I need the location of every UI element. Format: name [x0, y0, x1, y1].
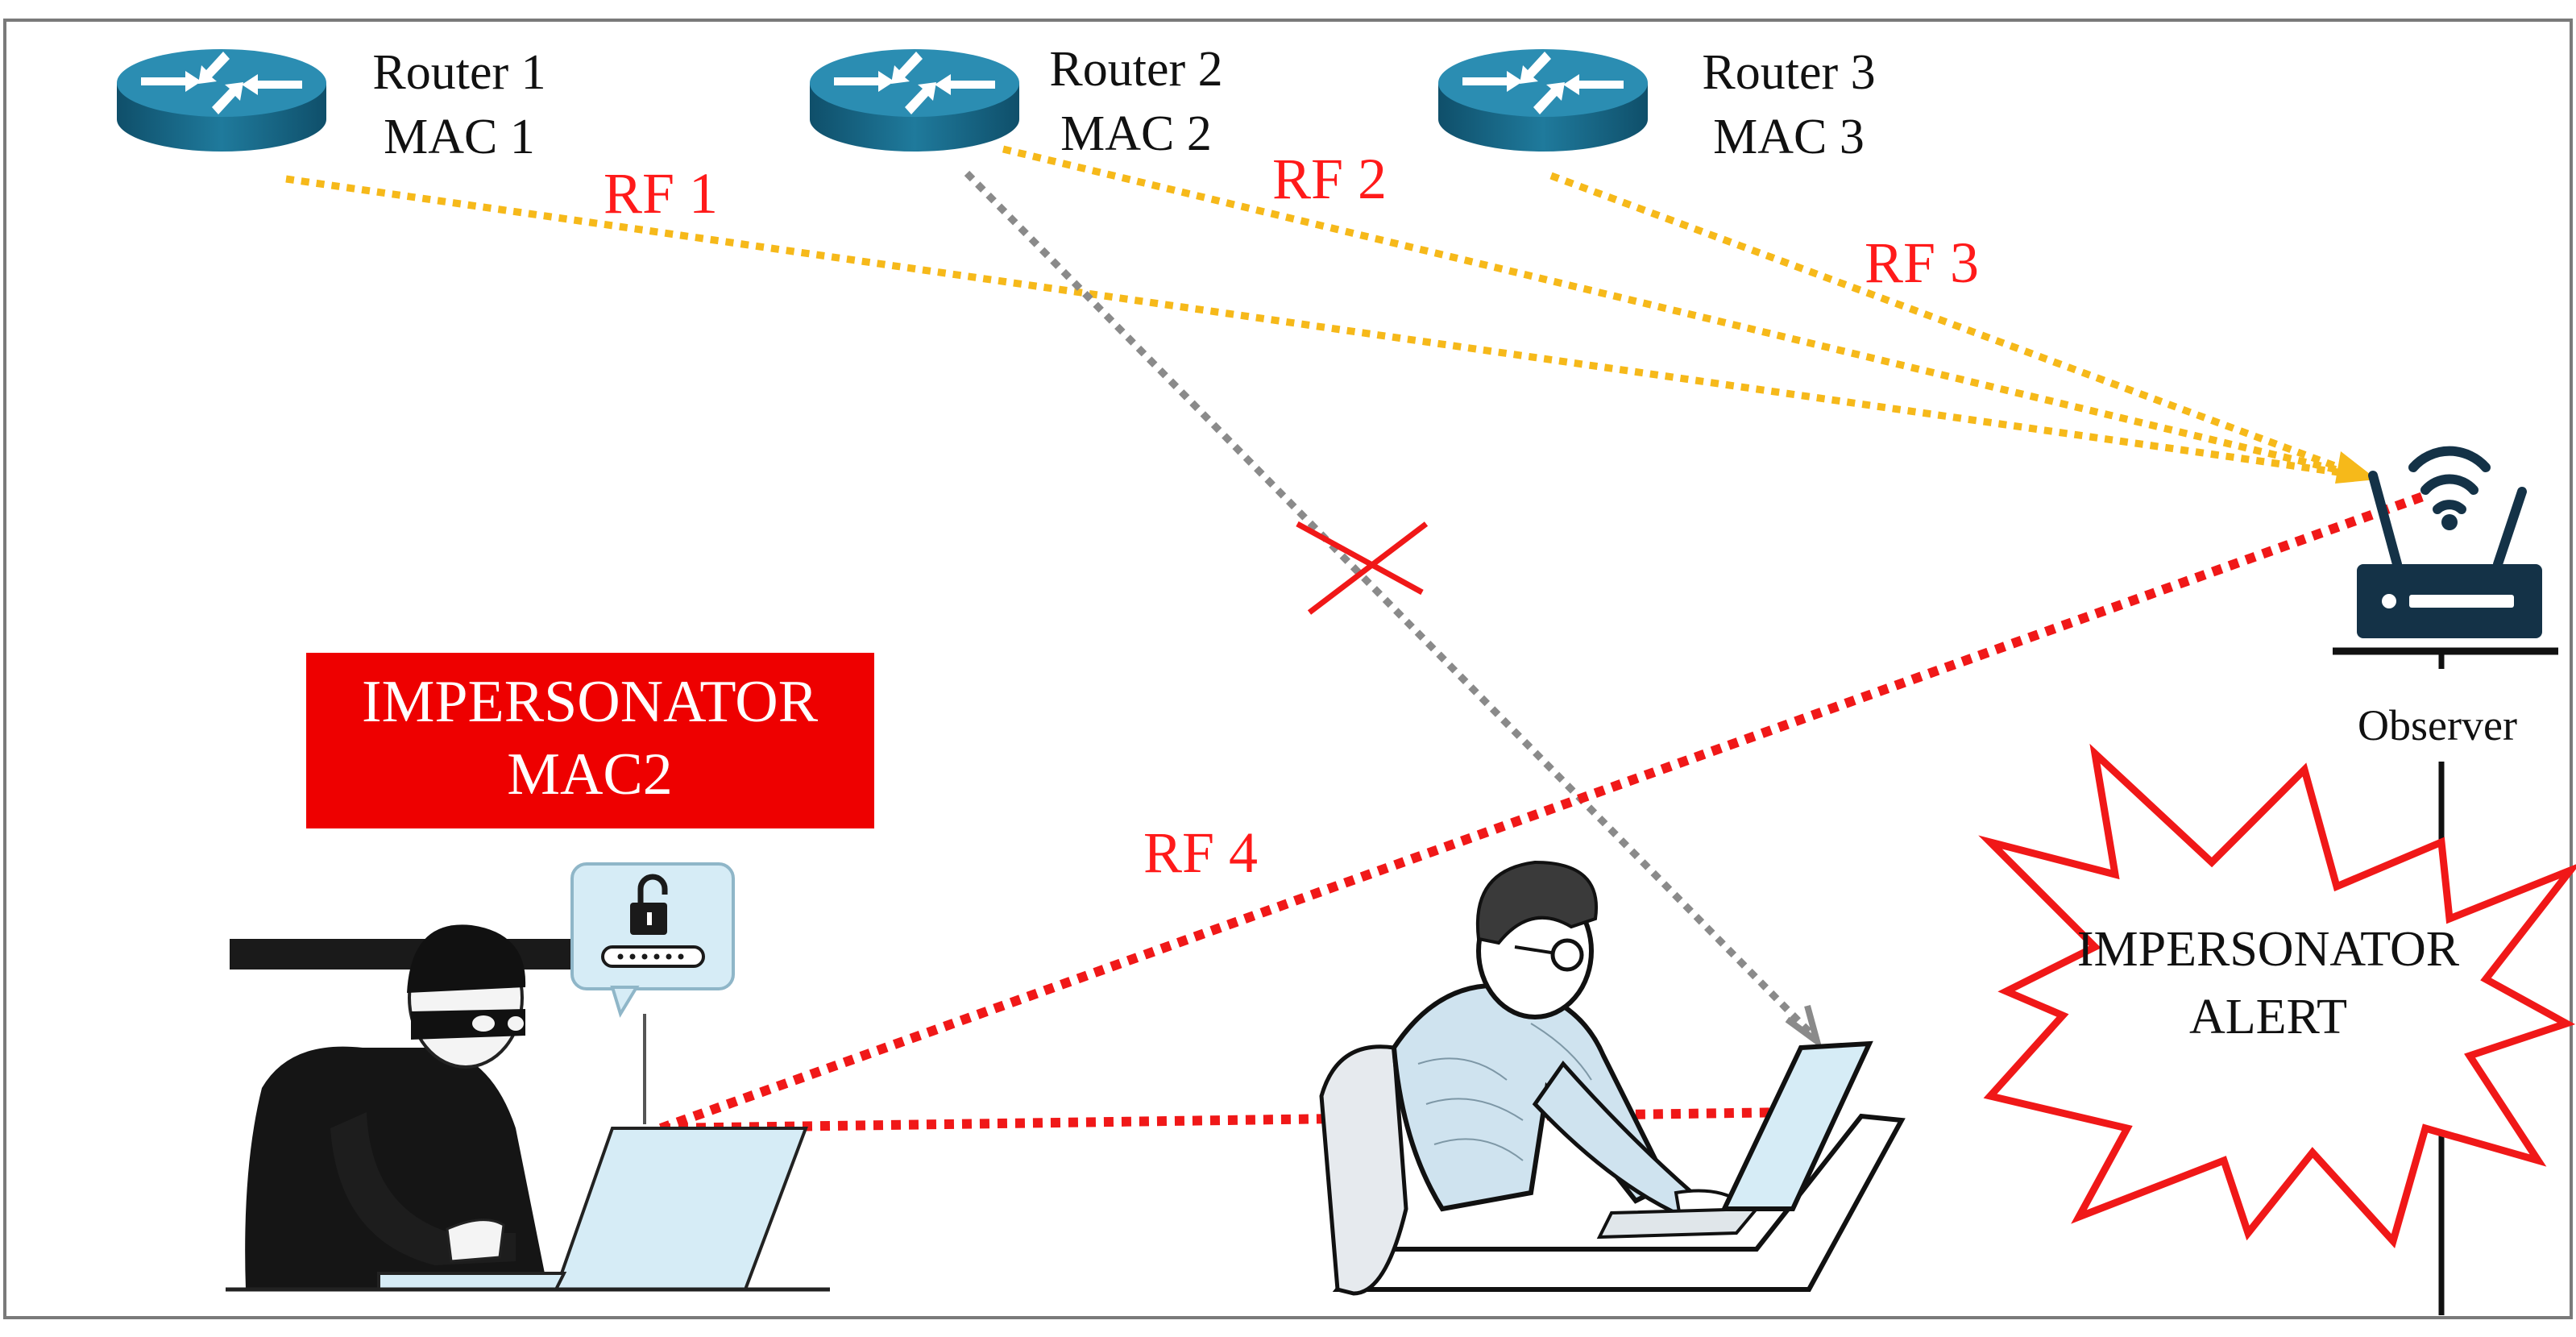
rf4-label: RF 4 — [1143, 820, 1258, 885]
router-2-name: Router 2 — [1049, 42, 1222, 97]
rf3-signal-line — [1549, 172, 2362, 480]
impersonator-box-line2: MAC2 — [507, 741, 673, 808]
password-bubble — [570, 862, 735, 1124]
alert-line2: ALERT — [2189, 990, 2347, 1044]
blocked-link-arrowhead — [1785, 1004, 1823, 1049]
blocked-x-mark — [1307, 521, 1429, 615]
router-2-icon — [810, 49, 1019, 152]
legitimate-user-figure — [1319, 860, 1906, 1296]
router-1-name: Router 1 — [372, 45, 545, 100]
router-3-icon — [1438, 49, 1648, 152]
impersonator-label-box — [306, 653, 874, 828]
router-3-name: Router 3 — [1702, 45, 1875, 100]
rf2-signal-line — [1002, 145, 2362, 480]
observer-label: Observer — [2358, 701, 2517, 749]
rf1-signal-line — [285, 175, 2362, 480]
alert-starburst — [1978, 743, 2576, 1249]
rf1-label: RF 1 — [604, 161, 718, 226]
rf3-label: RF 3 — [1865, 230, 1979, 295]
rf2-label: RF 2 — [1272, 147, 1387, 211]
wifi-icon — [2408, 446, 2491, 514]
router-3-mac: MAC 3 — [1713, 110, 1865, 164]
glasses-icon — [1550, 938, 1584, 972]
alert-line1: IMPERSONATOR — [2077, 922, 2460, 977]
rf-arrowhead — [2335, 451, 2377, 484]
router-2-mac: MAC 2 — [1060, 106, 1212, 161]
password-field-icon — [601, 945, 705, 968]
user-laptop — [1720, 1040, 1873, 1211]
blocked-link-line — [964, 170, 1816, 1039]
impersonator-figure — [226, 862, 830, 1292]
user-chair — [1319, 1044, 1408, 1296]
impersonator-box-line1: IMPERSONATOR — [362, 669, 819, 735]
unlock-icon — [630, 874, 668, 935]
router-1-mac: MAC 1 — [384, 110, 535, 164]
blocked-x-mark — [1296, 521, 1424, 596]
rf4-signal-line — [658, 491, 2428, 1133]
router-1-icon — [117, 49, 326, 152]
